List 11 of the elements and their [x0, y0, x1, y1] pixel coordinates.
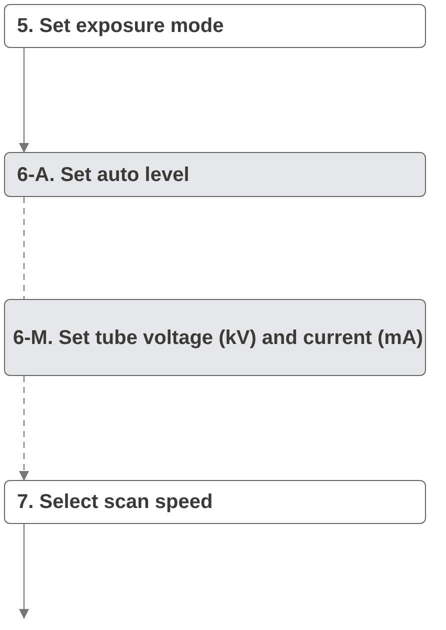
- step-label: 6-M. Set tube voltage (kV) and current (mA): [12, 326, 424, 350]
- step-box: [4, 4, 426, 48]
- step-label: 6-A. Set auto level: [16, 162, 190, 188]
- arrow: [19, 376, 29, 481]
- step-box: [4, 299, 426, 376]
- step-label: 7. Select scan speed: [16, 490, 214, 515]
- arrow: [19, 524, 29, 619]
- step-box: [4, 152, 426, 197]
- arrow: [19, 48, 29, 153]
- step-box: [4, 480, 426, 524]
- step-label: 5. Set exposure mode: [16, 14, 225, 39]
